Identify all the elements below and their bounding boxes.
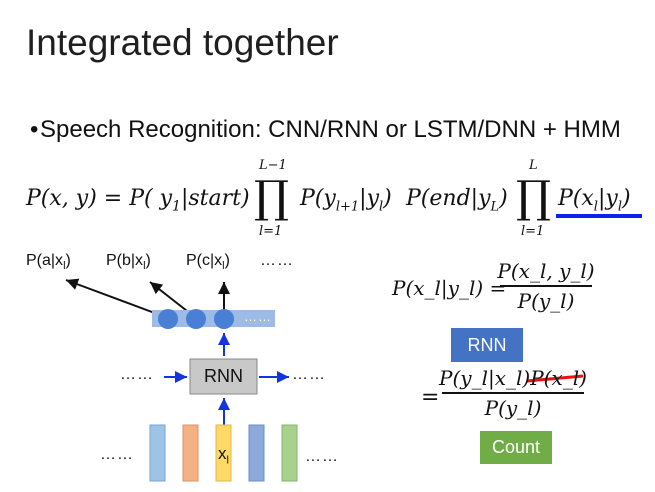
bullet-dot: • bbox=[30, 116, 39, 143]
prod1-lower: l=1 bbox=[259, 224, 283, 239]
rnn-cell bbox=[189, 358, 258, 395]
rnn-cell-label: RNN bbox=[204, 366, 243, 386]
bayes-denominator: P(y_l) bbox=[517, 288, 575, 313]
product-symbol-1: ∏ bbox=[254, 172, 290, 223]
rnn-left-dots: …… bbox=[120, 366, 154, 383]
posterior-fraction: P(y_l|x_l)P(x_l) P(y_l) bbox=[439, 366, 587, 420]
input-column-2 bbox=[182, 424, 199, 482]
product-symbol-2: ∏ bbox=[516, 172, 552, 223]
arrow-to-output-a bbox=[65, 278, 169, 319]
prod2-lower: l=1 bbox=[521, 224, 545, 239]
input-column-current bbox=[215, 424, 232, 482]
output-label-c: P(c|xl) bbox=[186, 252, 230, 273]
input-label: xl bbox=[218, 444, 229, 467]
output-node-1 bbox=[158, 309, 178, 329]
layer-more-dots: …… bbox=[244, 309, 272, 324]
input-column-5 bbox=[281, 424, 298, 482]
prod1-upper: L−1 bbox=[259, 158, 287, 173]
input-left-dots: …… bbox=[100, 446, 134, 463]
bullet-text: Speech Recognition: CNN/RNN or LSTM/DNN … bbox=[40, 116, 621, 143]
rnn-button: RNN bbox=[451, 328, 523, 362]
posterior-denominator: P(y_l) bbox=[484, 395, 542, 420]
posterior-term: P(y_l|x_l) bbox=[439, 366, 531, 390]
bayes-lhs: P(x_l|y_l) = bbox=[392, 276, 507, 300]
prior-term-struck: P(x_l) bbox=[530, 366, 587, 390]
eq-end-term: P(end|yL) bbox=[406, 186, 508, 215]
eq-emission-term: P(xl|yl) bbox=[558, 186, 631, 215]
count-button: Count bbox=[480, 431, 552, 464]
strike-line bbox=[526, 374, 584, 383]
output-node-2 bbox=[186, 309, 206, 329]
input-column-1 bbox=[149, 424, 166, 482]
output-layer-bar bbox=[152, 310, 275, 327]
output-node-3 bbox=[214, 309, 234, 329]
eq-lhs: P(x, y) = P( y1|start) bbox=[26, 186, 250, 215]
output-label-b: P(b|xl) bbox=[106, 252, 151, 273]
prod2-upper: L bbox=[529, 158, 538, 173]
bayes-fraction: P(x_l, y_l) P(y_l) bbox=[497, 259, 595, 313]
posterior-fraction-bar bbox=[442, 392, 584, 394]
output-more-dots: …… bbox=[260, 252, 294, 269]
rnn-right-dots: …… bbox=[292, 366, 326, 383]
input-column-4 bbox=[248, 424, 265, 482]
bullet-item: •Speech Recognition: CNN/RNN or LSTM/DNN… bbox=[30, 116, 630, 144]
bayes-fraction-bar bbox=[500, 285, 592, 287]
posterior-numerator: P(y_l|x_l)P(x_l) bbox=[439, 366, 587, 390]
eq-transition-term: P(yl+1|yl) bbox=[300, 186, 392, 215]
slide-title: Integrated together bbox=[26, 22, 339, 63]
main-equation: P(x, y) = P( y1|start) L−1 ∏ l=1 P(yl+1|… bbox=[26, 158, 646, 246]
input-right-dots: …… bbox=[305, 448, 339, 465]
emission-underline bbox=[556, 214, 642, 218]
output-label-a: P(a|xl) bbox=[26, 252, 71, 273]
equals-sign: = bbox=[421, 385, 440, 410]
bayes-numerator: P(x_l, y_l) bbox=[497, 259, 595, 283]
